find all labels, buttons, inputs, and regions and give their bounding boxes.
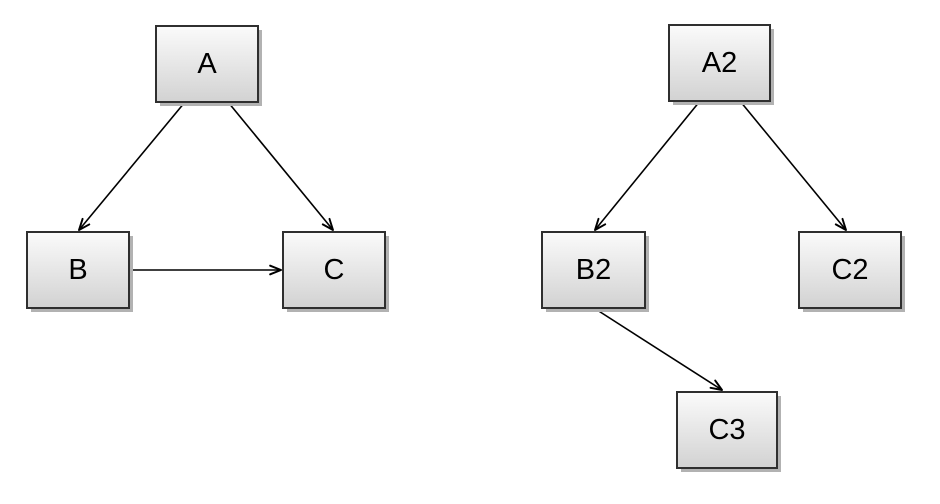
left-graph: A B C bbox=[26, 25, 389, 312]
edge-B2-C3[interactable] bbox=[593, 307, 723, 391]
node-box[interactable] bbox=[26, 231, 130, 309]
node-B[interactable]: B bbox=[26, 231, 133, 312]
node-C2[interactable]: C2 bbox=[798, 231, 905, 312]
edge-A2-C2[interactable] bbox=[739, 100, 847, 231]
node-box[interactable] bbox=[798, 231, 902, 309]
node-box[interactable] bbox=[282, 231, 386, 309]
node-box[interactable] bbox=[541, 231, 646, 309]
edge-A-C[interactable] bbox=[227, 101, 334, 231]
node-B2[interactable]: B2 bbox=[541, 231, 649, 312]
node-C[interactable]: C bbox=[282, 231, 389, 312]
node-box[interactable] bbox=[676, 391, 778, 469]
edge-A2-B2[interactable] bbox=[594, 100, 701, 231]
edge-A-B[interactable] bbox=[78, 101, 186, 231]
node-box[interactable] bbox=[668, 24, 771, 102]
node-C3[interactable]: C3 bbox=[676, 391, 781, 472]
node-A2[interactable]: A2 bbox=[668, 24, 774, 105]
node-box[interactable] bbox=[155, 25, 259, 103]
node-A[interactable]: A bbox=[155, 25, 262, 106]
